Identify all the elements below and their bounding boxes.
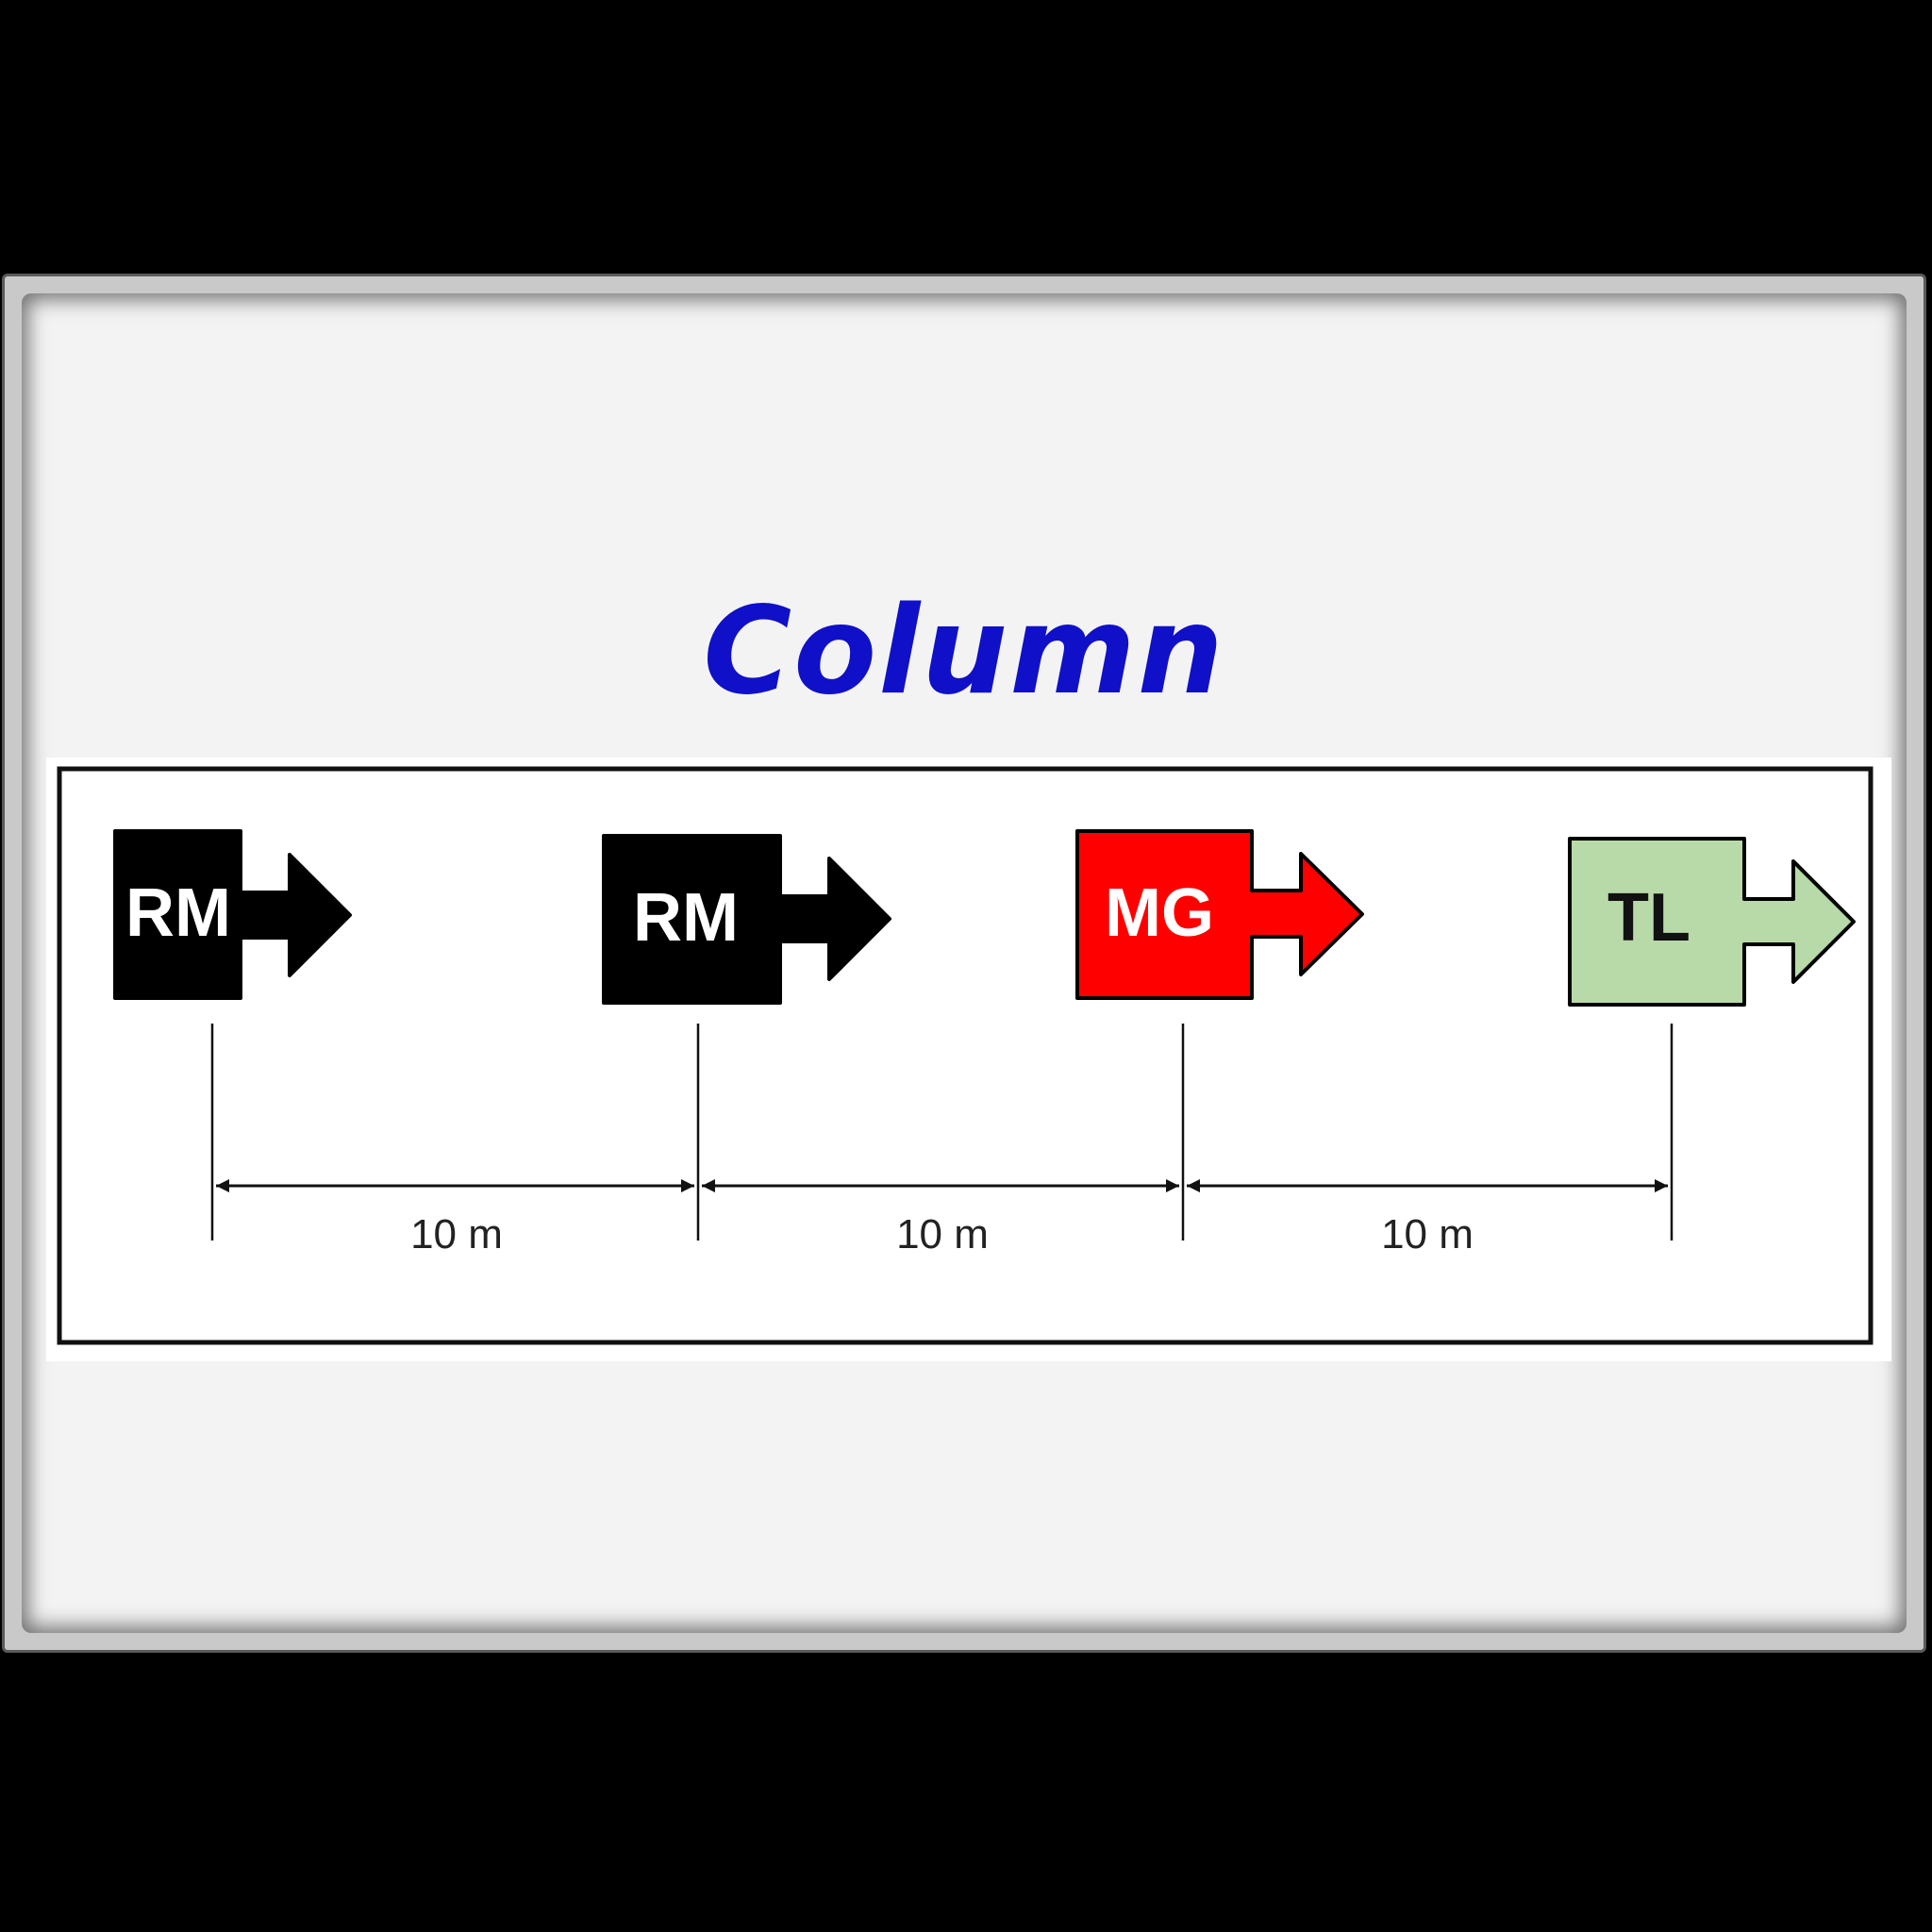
diagram-canvas: RM RM MG TL [57,766,1874,1345]
unit-label: TL [1607,880,1690,956]
unit-symbol-mg: MG [1075,829,1364,1000]
slide-title: Column [703,581,1225,722]
dimension-arrow-1 [216,1179,694,1192]
unit-symbol-tl: TL [1568,837,1856,1007]
unit-label: RM [125,875,231,951]
spacing-label-2: 10 m [896,1211,989,1257]
arrowhead-left [1187,1179,1200,1192]
unit-shape [113,829,352,1000]
slide-frame: Column RM RM MG [2,274,1926,1653]
spacing-label-3: 10 m [1381,1211,1474,1257]
slide: Column RM RM MG [22,293,1907,1633]
unit-symbol-rm-2: RM [602,834,891,1005]
unit-symbol-rm-1: RM [113,829,352,1000]
arrowhead-right [681,1179,694,1192]
unit-shape [1075,829,1364,1000]
reference-lines [210,1024,1674,1241]
unit-shape [602,834,891,1005]
unit-label: MG [1105,875,1214,951]
spacing-label-1: 10 m [410,1211,503,1257]
arrowhead-right [1655,1179,1668,1192]
arrowhead-right [1166,1179,1179,1192]
column-formation-diagram: RM RM MG TL [46,758,1891,1361]
unit-shape [1568,837,1856,1007]
dimension-arrow-2 [702,1179,1179,1192]
arrowhead-left [702,1179,715,1192]
unit-label: RM [633,880,739,956]
arrowhead-left [216,1179,229,1192]
dimension-arrow-3 [1187,1179,1668,1192]
